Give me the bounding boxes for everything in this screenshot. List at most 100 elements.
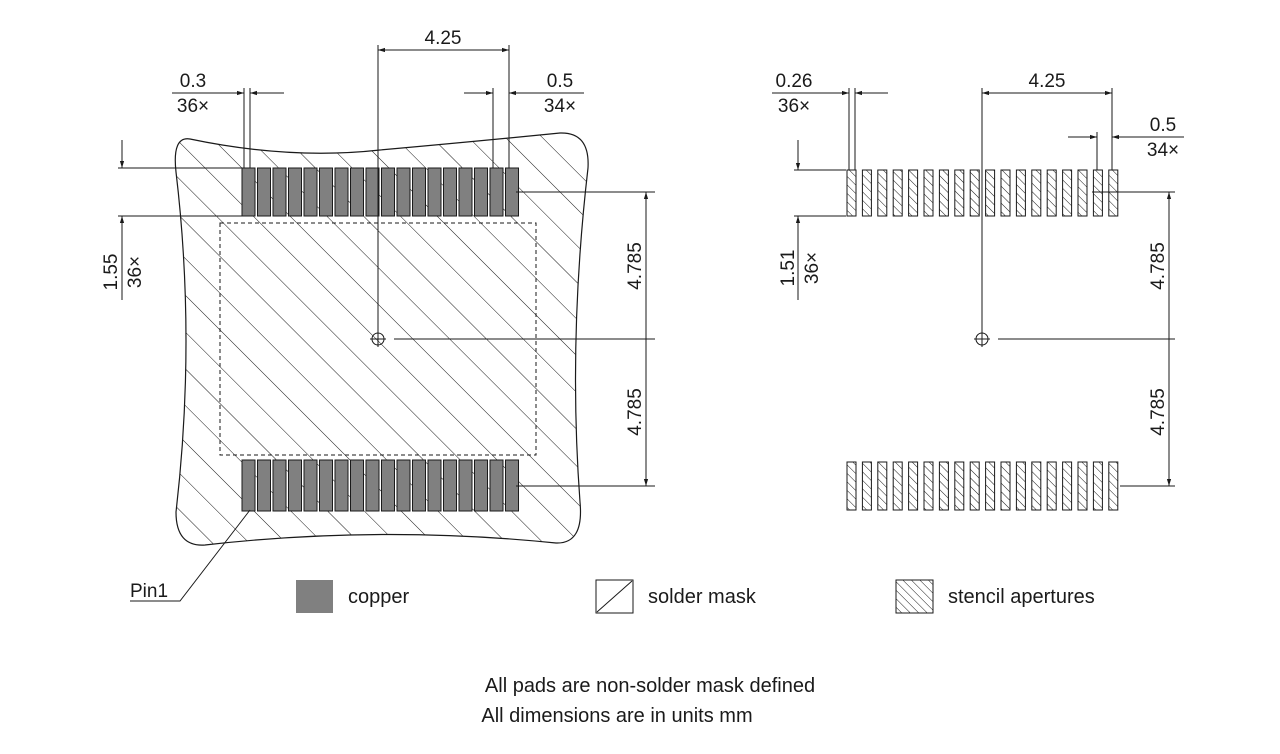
stencil-swatch-icon — [895, 579, 934, 614]
stencil-aperture — [1108, 169, 1119, 217]
copper-pad — [474, 167, 488, 217]
dim-stencil-width-count: 36× — [778, 96, 810, 117]
dim-pad-width: 0.3 — [180, 71, 206, 92]
stencil-aperture — [923, 169, 934, 217]
stencil-aperture — [1046, 461, 1057, 511]
copper-pad — [303, 459, 318, 512]
stencil-aperture — [846, 169, 857, 217]
stencil-aperture — [1031, 169, 1042, 217]
stencil-aperture — [954, 169, 965, 217]
copper-pad — [443, 167, 457, 217]
pin1-label: Pin1 — [130, 581, 168, 602]
copper-pad — [396, 459, 411, 512]
copper-pad — [334, 459, 349, 512]
copper-pad — [427, 459, 442, 512]
stencil-aperture — [969, 169, 980, 217]
copper-pad — [350, 167, 364, 217]
stencil-aperture — [1046, 169, 1057, 217]
dim-stencil-length: 1.51 — [778, 250, 799, 287]
copper-pad — [443, 459, 457, 512]
dim-stencil-length-count: 36× — [802, 252, 823, 284]
right-stencil-view: 4.25 0.26 36× 0.5 34× 1.51 36× 4.785 4.7… — [772, 71, 1184, 511]
copper-pad — [241, 459, 256, 512]
copper-pad — [319, 167, 333, 217]
stencil-bottom-row — [846, 461, 1119, 511]
stencil-aperture — [969, 461, 980, 511]
copper-pad — [350, 459, 364, 512]
copper-pad — [257, 459, 271, 512]
dim-center-to-pad: 4.25 — [425, 28, 462, 49]
stencil-aperture — [1031, 461, 1042, 511]
copper-pad — [458, 167, 473, 217]
dim-pad-width-count: 36× — [177, 96, 209, 117]
copper-pad — [272, 459, 287, 512]
stencil-aperture — [1015, 169, 1026, 217]
copper-pad — [412, 459, 426, 512]
stencil-aperture — [938, 461, 949, 511]
dim-pad-length-count: 36× — [125, 256, 146, 288]
copper-pad — [241, 167, 256, 217]
center-mark-icon — [974, 331, 990, 347]
copper-pad — [412, 167, 426, 217]
dim-pad-length: 1.55 — [101, 254, 122, 291]
left-footprint: 4.25 0.3 36× 0.5 34× 1.55 36× 4.785 4.78… — [101, 28, 655, 602]
stencil-aperture — [861, 461, 872, 511]
solder-mask-swatch-hatch — [596, 580, 633, 613]
copper-pad — [365, 459, 380, 512]
copper-pad — [288, 459, 302, 512]
dim-row-offset-top: 4.785 — [625, 242, 646, 290]
dim-stencil-pitch: 0.5 — [1150, 115, 1176, 136]
copper-pad — [489, 167, 504, 217]
stencil-aperture — [877, 169, 888, 217]
dim-stencil-width: 0.26 — [776, 71, 813, 92]
legend: copper solder mask stencil apertures — [296, 579, 1095, 614]
stencil-aperture — [908, 461, 919, 511]
stencil-aperture — [1015, 461, 1026, 511]
copper-pad — [288, 167, 302, 217]
copper-pad — [381, 167, 395, 217]
copper-pad — [489, 459, 504, 512]
stencil-aperture — [908, 169, 919, 217]
stencil-aperture — [954, 461, 965, 511]
stencil-aperture — [1000, 169, 1011, 217]
copper-pad — [272, 167, 287, 217]
legend-copper-label: copper — [348, 586, 409, 608]
dim-pad-pitch: 0.5 — [547, 71, 573, 92]
stencil-aperture — [1077, 461, 1088, 511]
stencil-aperture — [985, 169, 996, 217]
legend-stencil-label: stencil apertures — [948, 586, 1095, 608]
copper-pad — [334, 167, 349, 217]
stencil-aperture — [877, 461, 888, 511]
stencil-aperture — [892, 461, 903, 511]
dim-row-offset-bottom: 4.785 — [625, 388, 646, 436]
dim-center-to-pad: 4.25 — [1029, 71, 1066, 92]
top-pad-row — [241, 167, 519, 217]
stencil-top-row — [846, 169, 1119, 217]
stencil-aperture — [985, 461, 996, 511]
copper-pad — [458, 459, 473, 512]
copper-pad — [319, 459, 333, 512]
stencil-aperture — [1062, 169, 1073, 217]
stencil-aperture — [938, 169, 949, 217]
dim-pad-pitch-count: 34× — [544, 96, 576, 117]
legend-solder-mask-label: solder mask — [648, 586, 757, 608]
copper-pad — [365, 167, 380, 217]
stencil-aperture — [861, 169, 872, 217]
stencil-aperture — [1077, 169, 1088, 217]
copper-pad — [427, 167, 442, 217]
note-line-1: All pads are non-solder mask defined — [485, 675, 815, 697]
stencil-aperture — [1092, 461, 1103, 511]
stencil-aperture — [1092, 169, 1103, 217]
copper-pad — [396, 167, 411, 217]
copper-pad — [303, 167, 318, 217]
stencil-aperture — [1000, 461, 1011, 511]
dim-row-offset-bottom: 4.785 — [1148, 388, 1169, 436]
dim-stencil-pitch-count: 34× — [1147, 140, 1179, 161]
note-line-2: All dimensions are in units mm — [481, 705, 752, 727]
stencil-aperture — [892, 169, 903, 217]
copper-swatch-icon — [296, 580, 333, 613]
dim-row-offset-top: 4.785 — [1148, 242, 1169, 290]
copper-pad — [381, 459, 395, 512]
copper-pad — [257, 167, 271, 217]
